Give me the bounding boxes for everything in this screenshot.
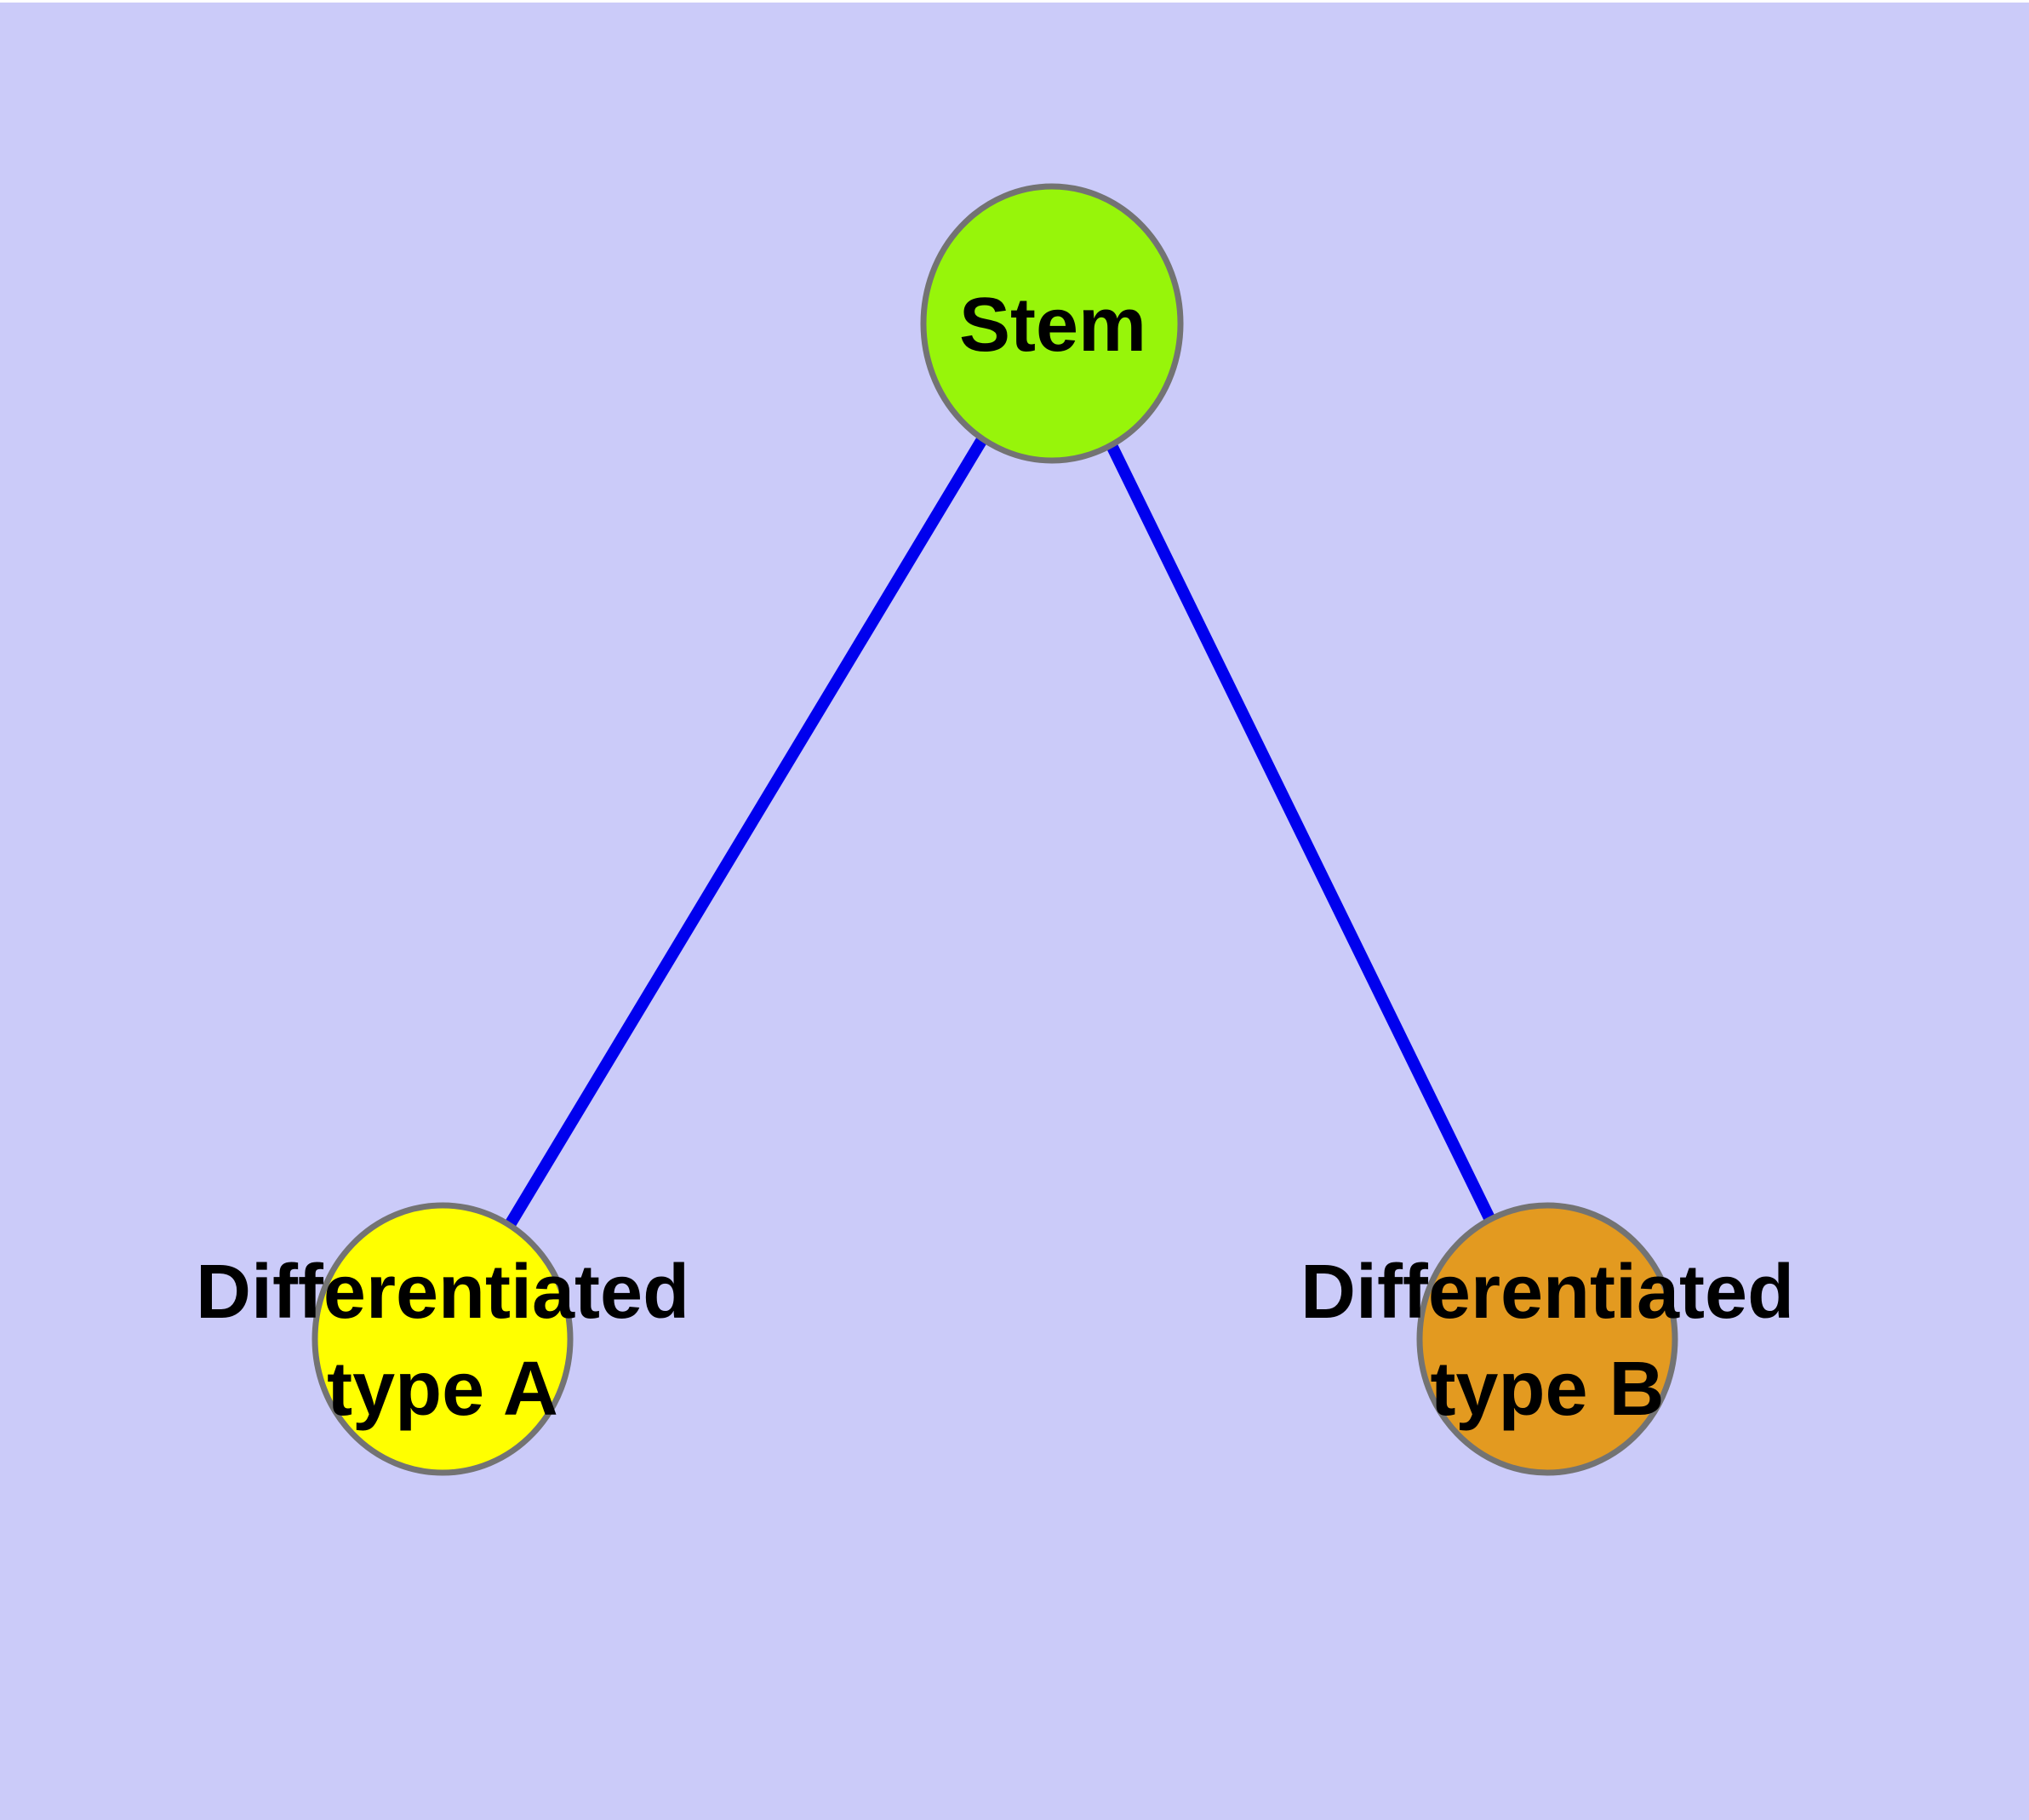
edge-stem-to-type-a [437, 320, 1057, 1340]
stem-node-label: Stem [959, 277, 1146, 374]
graph-svg [311, 183, 1678, 1476]
edge-stem-to-type-b [1046, 320, 1553, 1340]
stem-node-circle [920, 183, 1184, 464]
differentiated-type-a-node-label: Differentiated type A [196, 1244, 689, 1438]
type-b-label-line-2: type B [1430, 1347, 1665, 1432]
differentiated-type-a-node-circle [311, 1202, 574, 1476]
type-a-label-line-1: Differentiated [195, 1250, 690, 1335]
diagram-canvas: Stem Differentiated type A Differentiate… [0, 3, 2029, 1820]
stem-label-line: Stem [958, 283, 1147, 368]
differentiated-type-b-node-circle [1416, 1202, 1678, 1476]
type-a-label-line-2: type A [327, 1347, 558, 1432]
top-margin-strip [0, 0, 2029, 3]
differentiated-type-b-node-label: Differentiated type B [1300, 1244, 1794, 1438]
type-b-label-line-1: Differentiated [1300, 1250, 1795, 1335]
